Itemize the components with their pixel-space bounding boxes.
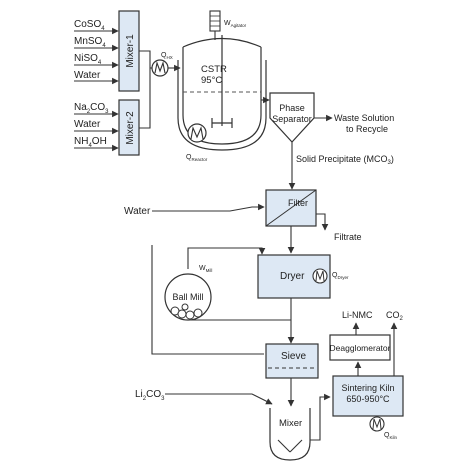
ball-mill-label: Ball Mill (172, 292, 203, 302)
phase-separator-unit (269, 92, 315, 143)
input-water-3: Water (124, 206, 151, 217)
co2-label: CO2 (386, 310, 404, 322)
input-mnso4: MnSO4 (74, 36, 106, 49)
filtrate-label: Filtrate (334, 232, 362, 242)
cstr-reactor (177, 35, 267, 151)
mixer-2-input-arrows (74, 110, 119, 152)
input-nh4oh: NH4OH (74, 136, 107, 149)
q-dryer-label: QDryer (332, 272, 349, 280)
kiln-heat-exchanger-icon (369, 416, 385, 432)
sieve-unit (265, 343, 319, 379)
mixer-to-kiln-line (310, 393, 331, 441)
input-li2co3: Li2CO3 (135, 389, 165, 402)
filter-label: Filter (288, 198, 308, 208)
dryer-heat-exchanger-icon (312, 268, 328, 284)
w-agitator-label: WAgitator (224, 20, 247, 28)
w-mill-label: WMill (199, 265, 212, 273)
mixer-1-unit: Mixer-1 (118, 10, 140, 92)
deagglomerator-unit (329, 334, 391, 361)
mixer-outlet-lines (139, 50, 152, 129)
water-to-filter-line (152, 203, 265, 212)
input-water-1: Water (74, 70, 101, 81)
filtrate-arrow (316, 213, 329, 231)
reactor-heat-exchanger-icon (187, 123, 207, 143)
solid-precipitate-label: Solid Precipitate (MCO3) (296, 154, 394, 166)
ball-mill-unit (164, 273, 212, 321)
li-nmc-label: Li-NMC (342, 310, 373, 320)
q-reactor-label: QReactor (186, 154, 208, 162)
deagglomerator-label: Deagglomerator (330, 343, 391, 353)
li2co3-to-mixer-line (165, 393, 273, 405)
input-na2co3: Na2CO3 (74, 102, 109, 115)
heat-exchanger-icon (151, 59, 169, 77)
q-kiln-label: QKiln (384, 432, 397, 440)
final-mixer-label: Mixer (279, 418, 302, 429)
input-water-2: Water (74, 119, 101, 130)
agitator-motor-icon (209, 10, 221, 40)
filter-unit (265, 189, 317, 227)
mill-return-line (187, 247, 266, 269)
dryer-label: Dryer (280, 271, 305, 282)
sieve-recycle-line (151, 245, 264, 355)
mixer-2-label: Mixer-2 (125, 111, 136, 145)
mixer-1-label: Mixer-1 (125, 34, 136, 68)
q-hx-label: QHX (161, 52, 173, 60)
input-niso4: NiSO4 (74, 53, 102, 66)
mixer-1-input-arrows (74, 27, 119, 85)
input-coso4: CoSO4 (74, 19, 105, 32)
final-mixer-unit (269, 408, 311, 461)
sieve-label: Sieve (281, 351, 306, 362)
sintering-kiln-unit (332, 375, 404, 417)
mixer-2-unit: Mixer-2 (118, 99, 140, 156)
